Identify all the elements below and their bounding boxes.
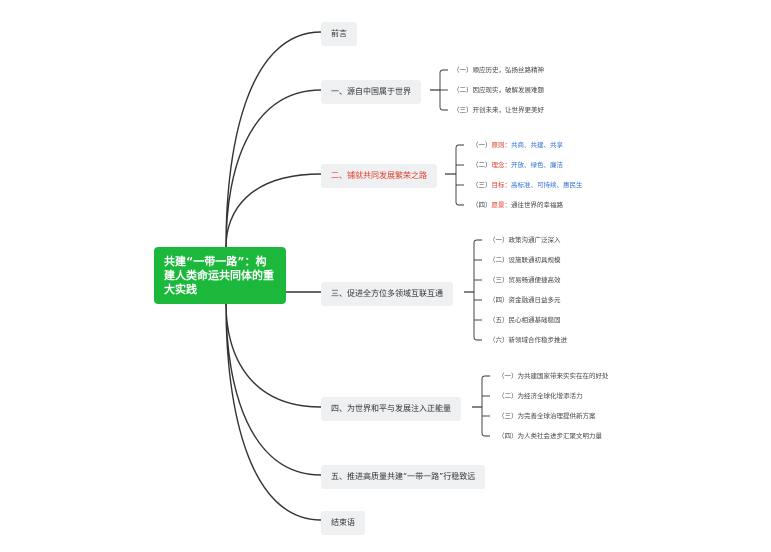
leaf-2-4-prefix: （四） [472, 201, 492, 209]
leaf-1-2[interactable]: （二）因应现实，破解发展难题 [453, 86, 544, 94]
leaf-2-4-key: 愿景 [491, 201, 505, 209]
leaf-2-1[interactable]: （一）原则：共商、共建、共享 [472, 142, 563, 149]
bracket-section-2-branch-4 [455, 174, 464, 206]
leaf-3-5[interactable]: （五）民心相通基础稳固 [489, 316, 561, 324]
leaf-2-2-colon: ： [504, 161, 512, 169]
section-4[interactable]: 四、为世界和平与发展注入正能量 [321, 397, 461, 421]
leaf-3-1[interactable]: （一）政策沟通广泛深入 [489, 236, 561, 244]
leaf-2-3-prefix: （三） [472, 181, 492, 189]
leaf-2-2[interactable]: （二）理念：开放、绿色、廉洁 [472, 162, 563, 169]
root-topic[interactable]: 共建“一带一路”：构建人类命运共同体的重大实践 [154, 247, 286, 304]
connector-conclusion [225, 303, 322, 521]
connector-section-5 [225, 303, 322, 476]
leaf-2-1-key: 原则 [491, 141, 505, 149]
leaf-3-6[interactable]: （六）新领域合作稳步推进 [489, 336, 567, 344]
bracket-section-3-branch-1 [473, 239, 482, 292]
bracket-section-4-branch-1 [481, 375, 490, 407]
leaf-4-4[interactable]: （四）为人类社会进步汇聚文明力量 [498, 432, 602, 440]
leaf-4-1[interactable]: （一）为共建国家带来实实在在的好处 [498, 372, 609, 380]
section-1[interactable]: 一、源自中国属于世界 [321, 80, 421, 104]
connector-preface [225, 31, 322, 248]
bracket-section-1-branch-1 [439, 69, 448, 90]
bracket-section-2-branch-1 [455, 144, 464, 174]
section-2[interactable]: 二、铺就共同发展繁荣之路 [321, 164, 437, 188]
connector-section-2 [225, 173, 322, 248]
section-preface[interactable]: 前言 [321, 22, 357, 46]
bracket-section-4-branch-4 [481, 407, 490, 437]
leaf-3-2[interactable]: （二）设施联通初具规模 [489, 256, 561, 264]
leaf-4-2[interactable]: （二）为经济全球化增添活力 [498, 392, 583, 400]
leaf-2-2-key: 理念 [491, 161, 505, 169]
leaf-3-4[interactable]: （四）资金融通日益多元 [489, 296, 561, 304]
leaf-2-1-colon: ： [504, 141, 512, 149]
section-3[interactable]: 三、促进全方位多领域互联互通 [321, 282, 453, 306]
connector-section-4 [225, 303, 322, 408]
leaf-2-3-colon: ： [504, 181, 512, 189]
leaf-1-1[interactable]: （一）顺应历史，弘扬丝路精神 [453, 66, 544, 74]
leaf-2-3[interactable]: （三）目标：高标准、可持续、惠民生 [472, 182, 583, 189]
leaf-2-3-key: 目标 [491, 181, 505, 189]
leaf-1-3[interactable]: （三）开创未来，让世界更美好 [453, 106, 544, 114]
leaf-2-4-colon: ： [504, 201, 512, 209]
leaf-2-4[interactable]: （四）愿景：通往世界的幸福路 [472, 202, 563, 209]
section-5[interactable]: 五、推进高质量共建“一带一路”行稳致远 [321, 465, 486, 489]
leaf-2-2-prefix: （二） [472, 161, 492, 169]
leaf-4-3[interactable]: （三）为完善全球治理提供新方案 [498, 412, 596, 420]
bracket-section-1-branch-3 [439, 90, 448, 111]
leaf-2-2-value: 开放、绿色、廉洁 [511, 161, 563, 169]
section-conclusion[interactable]: 结束语 [321, 511, 365, 535]
connector-section-1 [225, 89, 322, 248]
leaf-2-3-value: 高标准、可持续、惠民生 [511, 181, 583, 189]
leaf-2-4-value: 通往世界的幸福路 [511, 201, 563, 209]
leaf-2-1-prefix: （一） [472, 141, 492, 149]
bracket-section-3-branch-6 [473, 292, 482, 341]
leaf-2-1-value: 共商、共建、共享 [511, 141, 563, 149]
leaf-3-3[interactable]: （三）贸易畅通便捷高效 [489, 276, 561, 284]
